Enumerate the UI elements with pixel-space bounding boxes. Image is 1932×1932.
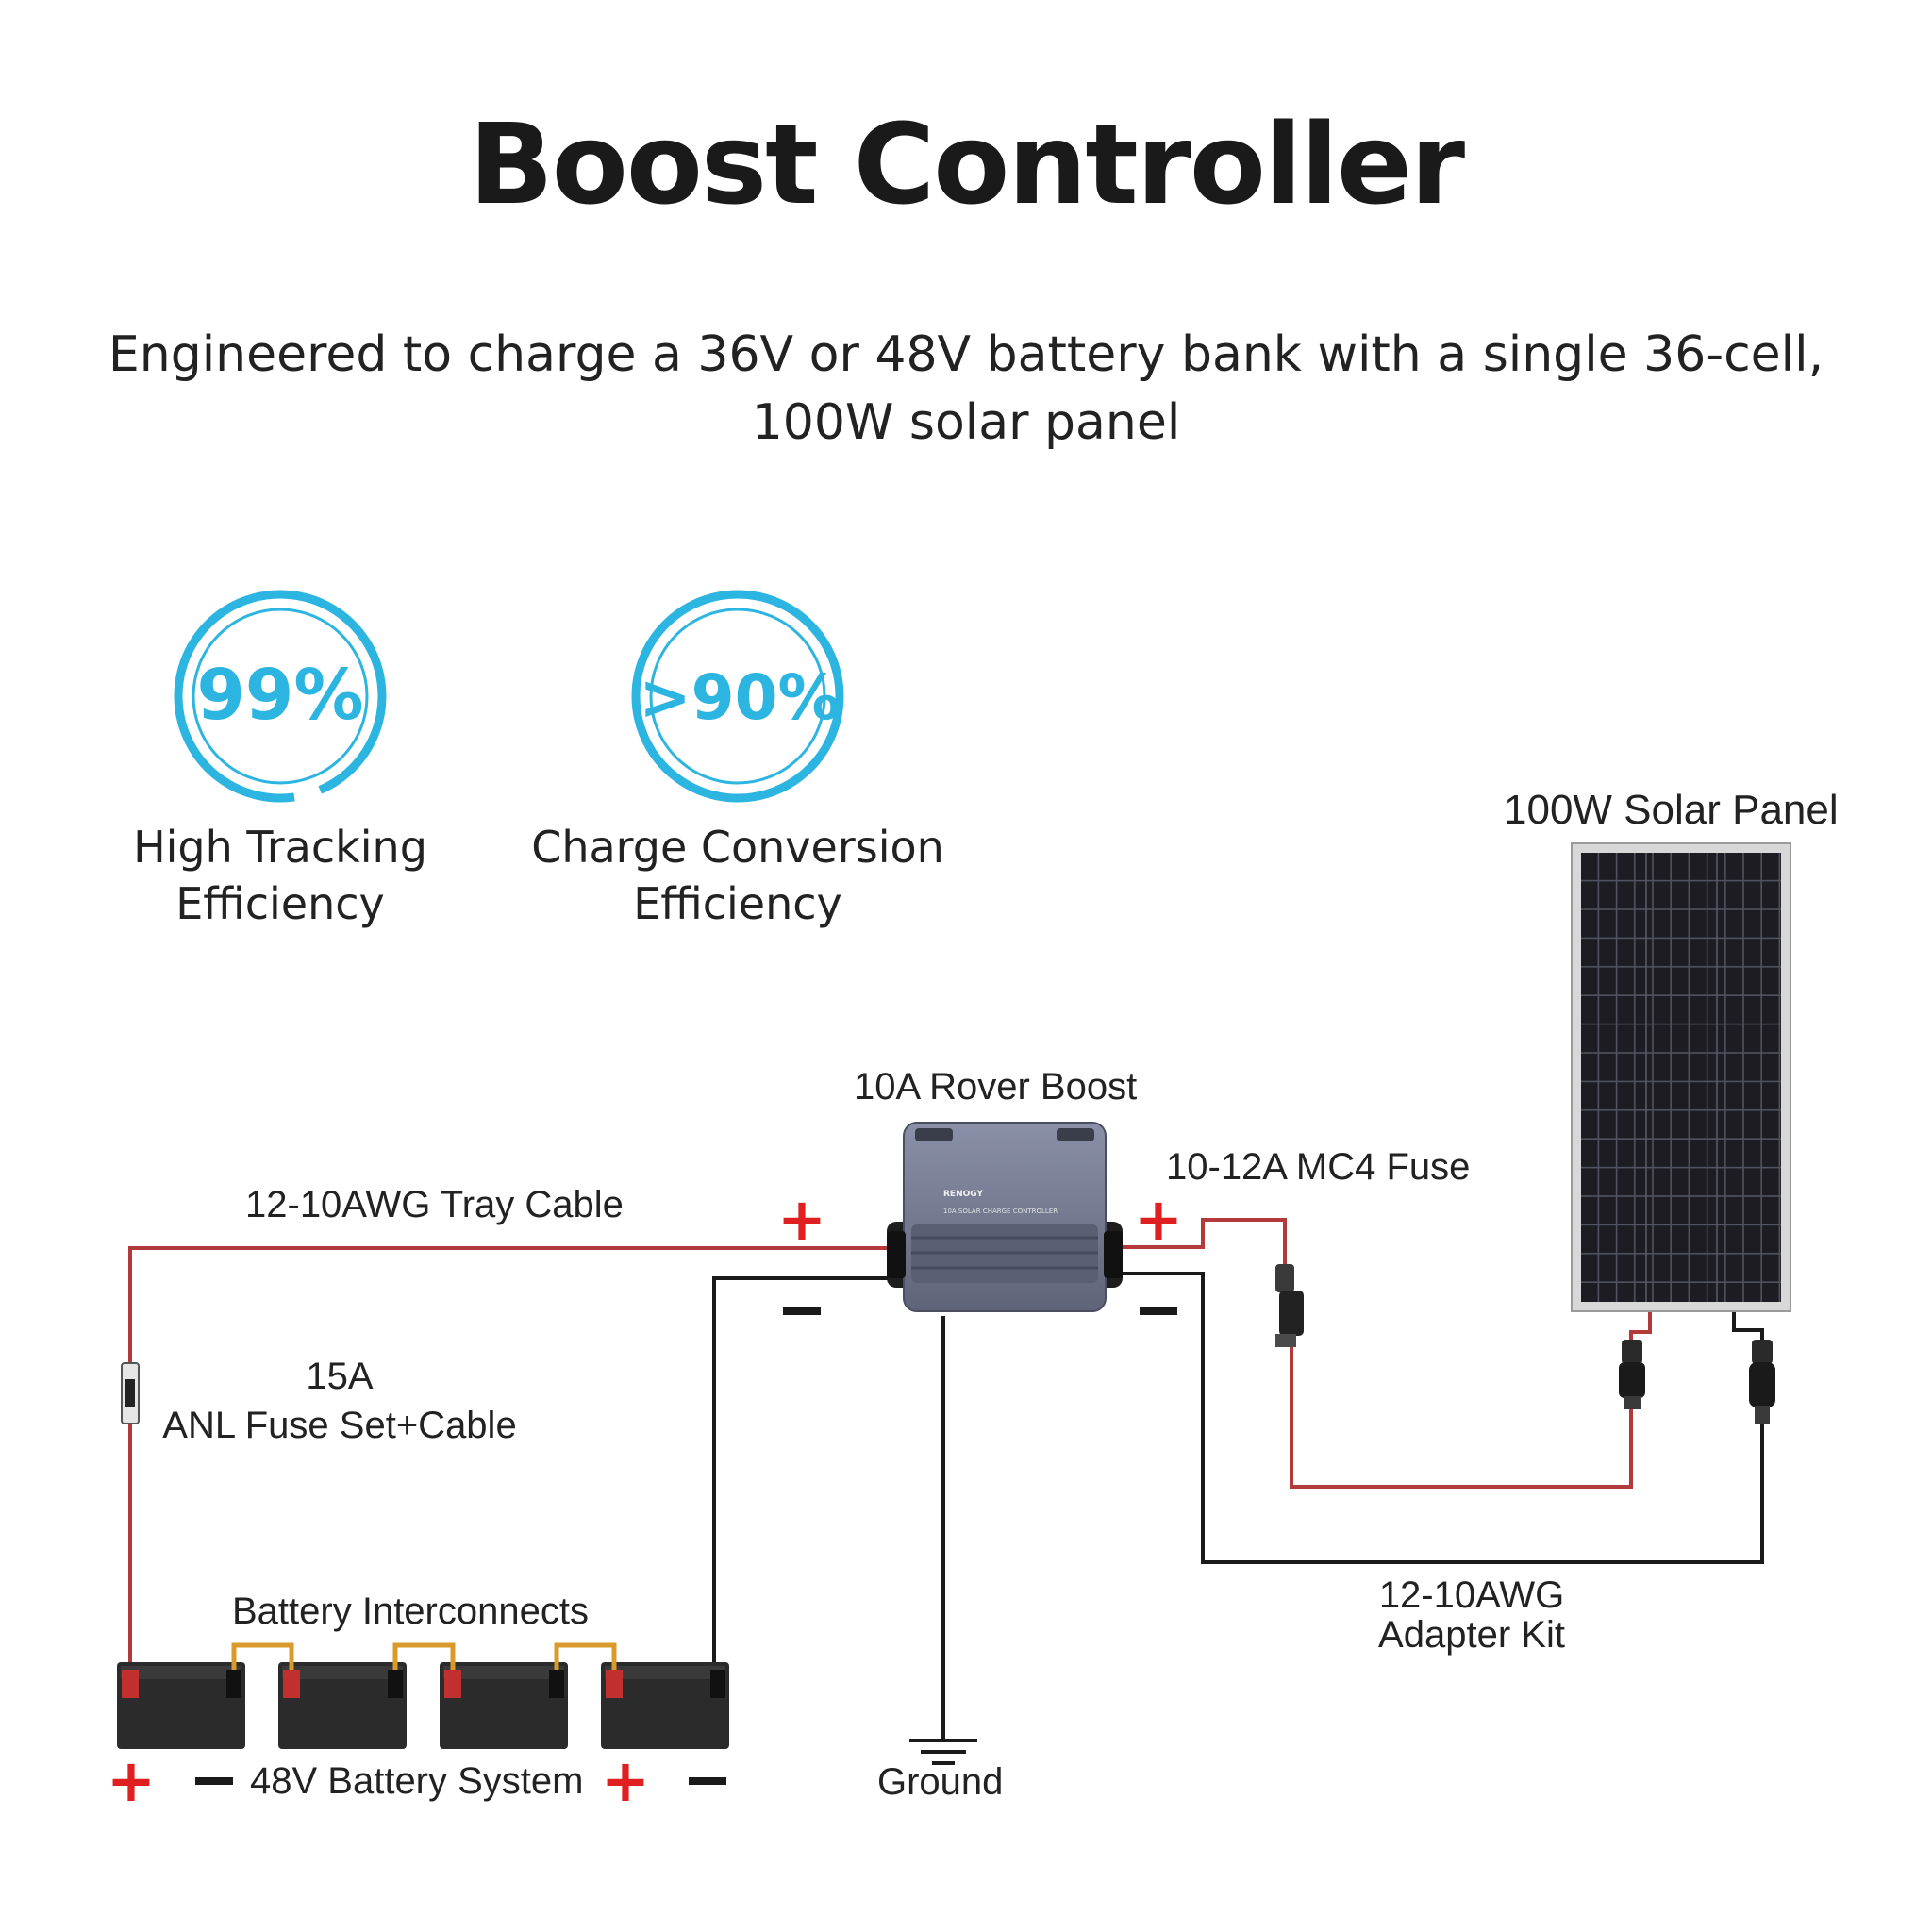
solar-panel — [1571, 842, 1791, 1312]
stat-value-conversion: >90% — [639, 661, 840, 734]
anl-fuse — [121, 1362, 140, 1424]
pv-negative-wire — [1123, 1272, 1764, 1564]
adapter-kit-label: 12-10AWG Adapter Kit — [1378, 1574, 1565, 1656]
ring-track-outer — [174, 590, 387, 803]
plus-sign-controller-battery: + — [777, 1185, 826, 1254]
tray-cable-positive-wire — [128, 1246, 898, 1679]
mc4-fuse-label: 10-12A MC4 Fuse — [1166, 1146, 1471, 1188]
ground-symbol-icon — [909, 1739, 977, 1765]
battery-bank — [117, 1662, 729, 1749]
minus-sign-controller-pv — [1140, 1307, 1177, 1315]
ground-label: Ground — [877, 1761, 1004, 1803]
interconnects-label: Battery Interconnects — [232, 1591, 589, 1632]
mc4-connector-positive — [1619, 1340, 1645, 1409]
page-title: Boost Controller — [468, 99, 1465, 229]
battery-3 — [440, 1662, 568, 1749]
minus-sign-battery-right — [689, 1777, 726, 1785]
pv-positive-return — [1290, 1340, 1633, 1489]
solar-panel-label: 100W Solar Panel — [1504, 787, 1839, 833]
rover-boost-controller: RENOGY 10A SOLAR CHARGE CONTROLLER — [887, 1122, 1123, 1312]
stat-ring-tracking: 99% — [174, 590, 387, 803]
stat-ring-conversion: >90% — [631, 590, 844, 803]
anl-fuse-label: 15A ANL Fuse Set+Cable — [162, 1356, 517, 1446]
battery-system-label: 48V Battery System — [250, 1760, 584, 1802]
plus-sign-battery-left: + — [107, 1746, 156, 1815]
ring-conv-outer — [631, 590, 844, 803]
panel-positive-lead — [1629, 1307, 1652, 1340]
tray-cable-negative-wire — [712, 1276, 898, 1679]
battery-4 — [601, 1662, 729, 1749]
minus-sign-controller-battery — [783, 1307, 821, 1315]
controller-brand: RENOGY — [943, 1190, 983, 1199]
stat-value-tracking: 99% — [196, 655, 363, 736]
stat-label-tracking: High Tracking Efficiency — [133, 822, 427, 929]
tray-cable-label: 12-10AWG Tray Cable — [245, 1184, 624, 1225]
panel-negative-lead — [1732, 1307, 1764, 1340]
plus-sign-controller-pv: + — [1134, 1185, 1183, 1254]
mc4-connector-negative — [1749, 1340, 1775, 1424]
subtitle-line-1: Engineered to charge a 36V or 48V batter… — [108, 326, 1824, 383]
battery-1 — [117, 1662, 245, 1749]
minus-sign-battery-left — [195, 1777, 233, 1785]
battery-2 — [278, 1662, 407, 1749]
ring-track-inner — [192, 608, 369, 785]
pv-positive-wire — [1123, 1218, 1287, 1266]
controller-label: 10A Rover Boost — [854, 1066, 1138, 1108]
page-subtitle: Engineered to charge a 36V or 48V batter… — [94, 321, 1838, 457]
battery-interconnects — [231, 1642, 617, 1670]
mc4-fuse — [1275, 1264, 1304, 1347]
ring-conv-inner — [649, 608, 826, 785]
stat-label-conversion: Charge Conversion Efficiency — [531, 822, 944, 929]
subtitle-line-2: 100W solar panel — [751, 394, 1181, 451]
controller-model-text: 10A SOLAR CHARGE CONTROLLER — [943, 1208, 1058, 1215]
plus-sign-battery-right: + — [601, 1746, 650, 1815]
